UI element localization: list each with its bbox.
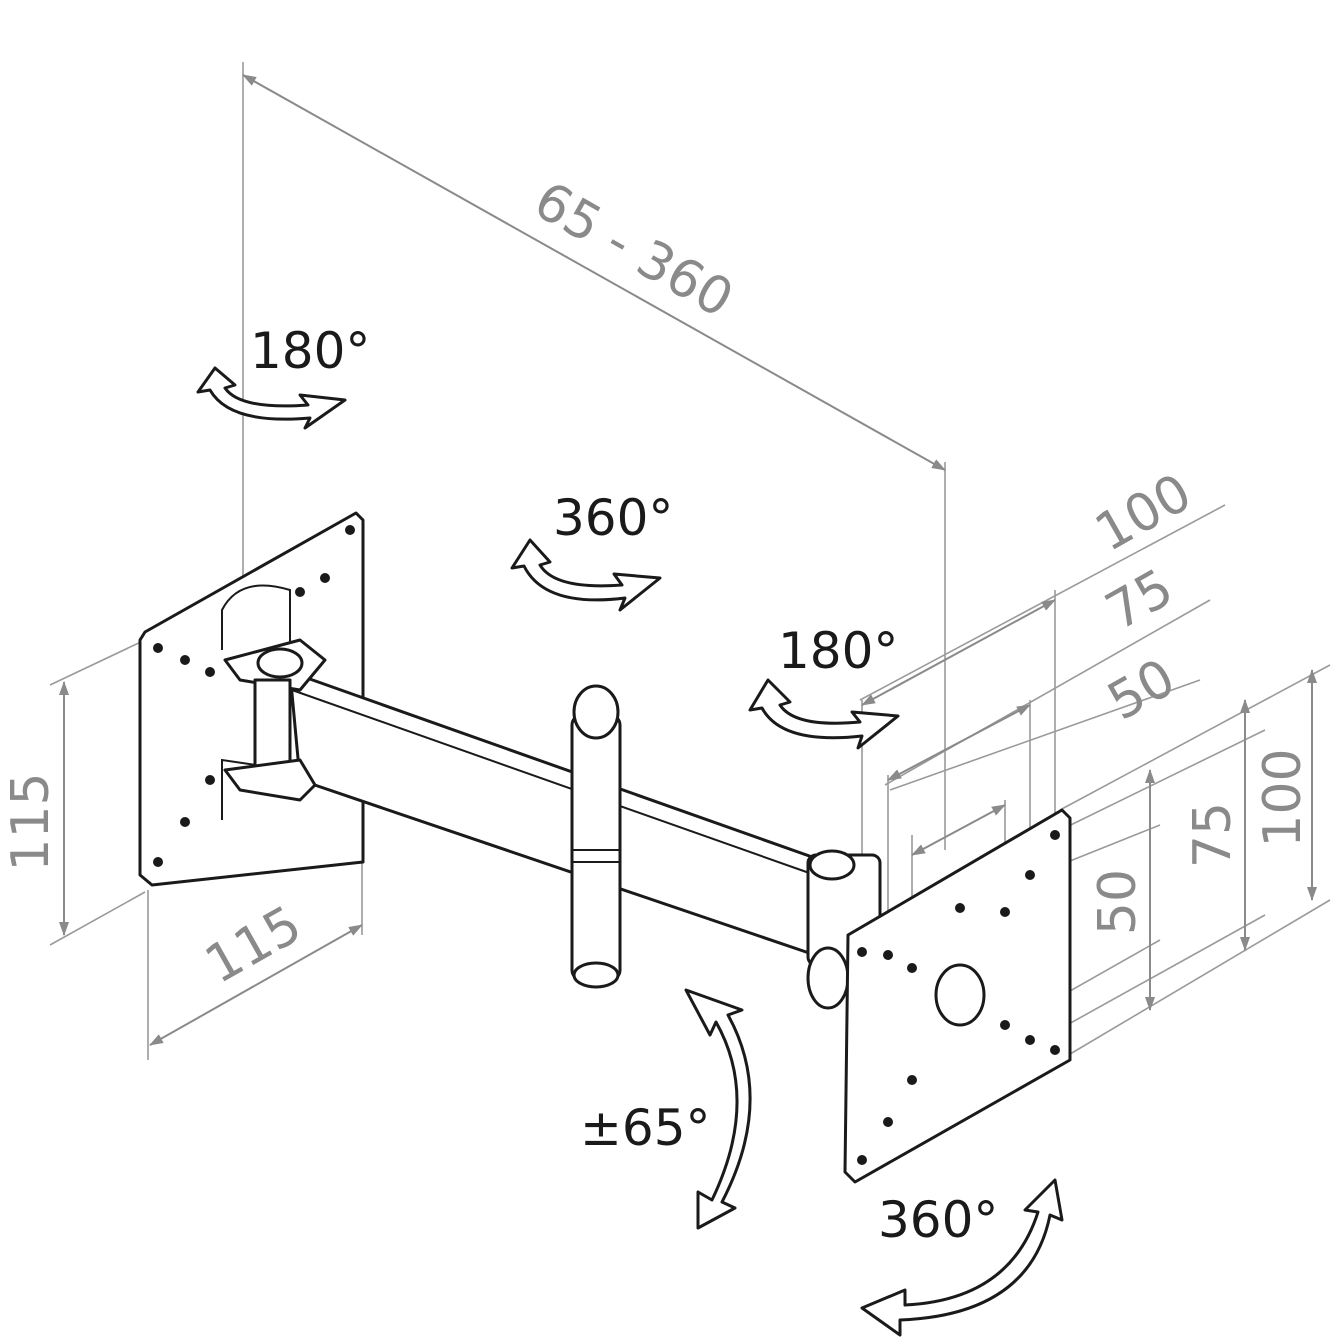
rotation-arrows: [196, 366, 1064, 1337]
wall-plate-height-label: 115: [1, 772, 61, 871]
arm-length-label: 65 - 360: [524, 171, 743, 330]
tilt-arrow-icon: [684, 988, 752, 1230]
tilt-label: ±65°: [580, 1099, 711, 1157]
vesa-plate: [843, 808, 1072, 1184]
vesa-v-75-label: 75: [1183, 802, 1243, 868]
arm-swivel-label: 360°: [553, 489, 673, 547]
wall-swivel-label: 180°: [250, 322, 370, 380]
head-swivel-label: 180°: [778, 622, 898, 680]
extension-arm: [223, 638, 882, 1010]
arm-swivel-arrow-icon: [510, 538, 662, 612]
vesa-h-75-label: 75: [1096, 558, 1183, 643]
head-swivel-arrow-icon: [748, 678, 900, 750]
wall-plate-width-label: 115: [196, 895, 312, 996]
vesa-h-50-label: 50: [1098, 648, 1185, 733]
wall-swivel-arrow-icon: [196, 366, 347, 430]
vesa-v-100-label: 100: [1253, 748, 1313, 847]
vesa-v-50-label: 50: [1088, 869, 1148, 935]
rotation-label: 360°: [878, 1191, 998, 1249]
rotation-arrow-icon: [860, 1178, 1064, 1337]
